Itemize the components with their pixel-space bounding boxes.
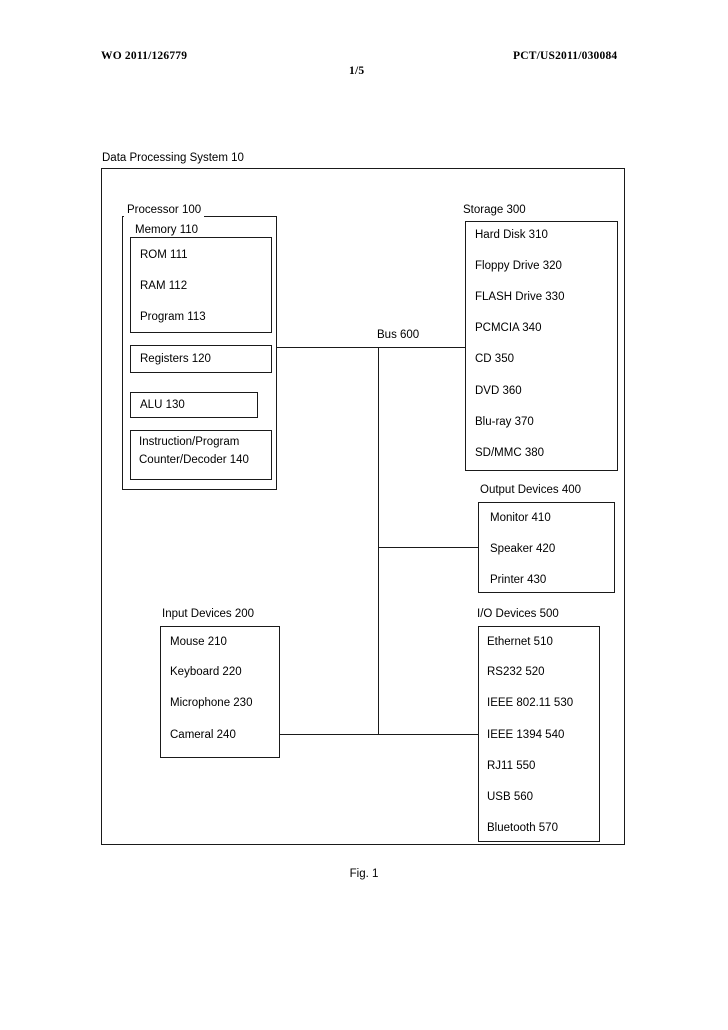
input-device-item-microphone: Microphone 230 (170, 697, 253, 709)
io-device-item-bluetooth: Bluetooth 570 (487, 822, 558, 834)
application-number: PCT/US2011/030084 (513, 50, 618, 62)
sheet-number: 1/5 (349, 65, 365, 77)
figure-caption: Fig. 1 (349, 868, 379, 880)
output-devices-box (478, 502, 615, 593)
io-devices-label: I/O Devices 500 (477, 608, 559, 621)
processor-label: Processor 100 (124, 204, 205, 217)
storage-item-bluray: Blu-ray 370 (475, 416, 534, 428)
storage-item-floppy-drive: Floppy Drive 320 (475, 260, 562, 272)
instruction-decoder-label-line1: Instruction/Program (139, 436, 240, 448)
bus-segment-processor-to-storage (277, 347, 465, 348)
output-device-item-printer: Printer 430 (490, 574, 547, 586)
bus-label: Bus 600 (374, 329, 423, 342)
data-processing-system-label: Data Processing System 10 (99, 152, 247, 165)
io-device-item-ieee-1394: IEEE 1394 540 (487, 729, 565, 741)
alu-label: ALU 130 (140, 399, 185, 411)
memory-item-program: Program 113 (140, 311, 206, 323)
storage-item-sd-mmc: SD/MMC 380 (475, 447, 545, 459)
input-device-item-mouse: Mouse 210 (170, 636, 227, 648)
memory-box (130, 237, 272, 333)
storage-item-flash-drive: FLASH Drive 330 (475, 291, 565, 303)
instruction-decoder-label-line2: Counter/Decoder 140 (139, 454, 249, 466)
io-device-item-ethernet: Ethernet 510 (487, 636, 553, 648)
io-device-item-ieee-80211: IEEE 802.11 530 (487, 697, 574, 709)
output-devices-label: Output Devices 400 (480, 484, 582, 497)
publication-number: WO 2011/126779 (101, 50, 188, 62)
storage-item-dvd: DVD 360 (475, 385, 522, 397)
alu-box (130, 392, 258, 418)
storage-item-pcmcia: PCMCIA 340 (475, 322, 542, 334)
io-devices-box (478, 626, 600, 842)
storage-label: Storage 300 (463, 204, 526, 217)
storage-item-hard-disk: Hard Disk 310 (475, 229, 548, 241)
output-device-item-monitor: Monitor 410 (490, 512, 551, 524)
input-devices-label: Input Devices 200 (162, 608, 255, 621)
bus-segment-to-output-devices (378, 547, 478, 548)
bus-segment-input-to-io-devices (280, 734, 478, 735)
bus-segment-vertical-trunk (378, 347, 379, 734)
instruction-decoder-box (130, 430, 272, 480)
storage-box (465, 221, 618, 471)
io-device-item-rj11: RJ11 550 (487, 760, 536, 772)
input-devices-box (160, 626, 280, 758)
input-device-item-keyboard: Keyboard 220 (170, 666, 242, 678)
memory-label: Memory 110 (132, 224, 202, 237)
memory-item-rom: ROM 111 (140, 249, 188, 261)
io-device-item-usb: USB 560 (487, 791, 534, 803)
storage-item-cd: CD 350 (475, 353, 514, 365)
registers-label: Registers 120 (140, 353, 211, 365)
input-device-item-camera: Cameral 240 (170, 729, 236, 741)
registers-box (130, 345, 272, 373)
output-device-item-speaker: Speaker 420 (490, 543, 556, 555)
io-device-item-rs232: RS232 520 (487, 666, 545, 678)
data-processing-system-box (101, 168, 625, 845)
memory-item-ram: RAM 112 (140, 280, 188, 292)
